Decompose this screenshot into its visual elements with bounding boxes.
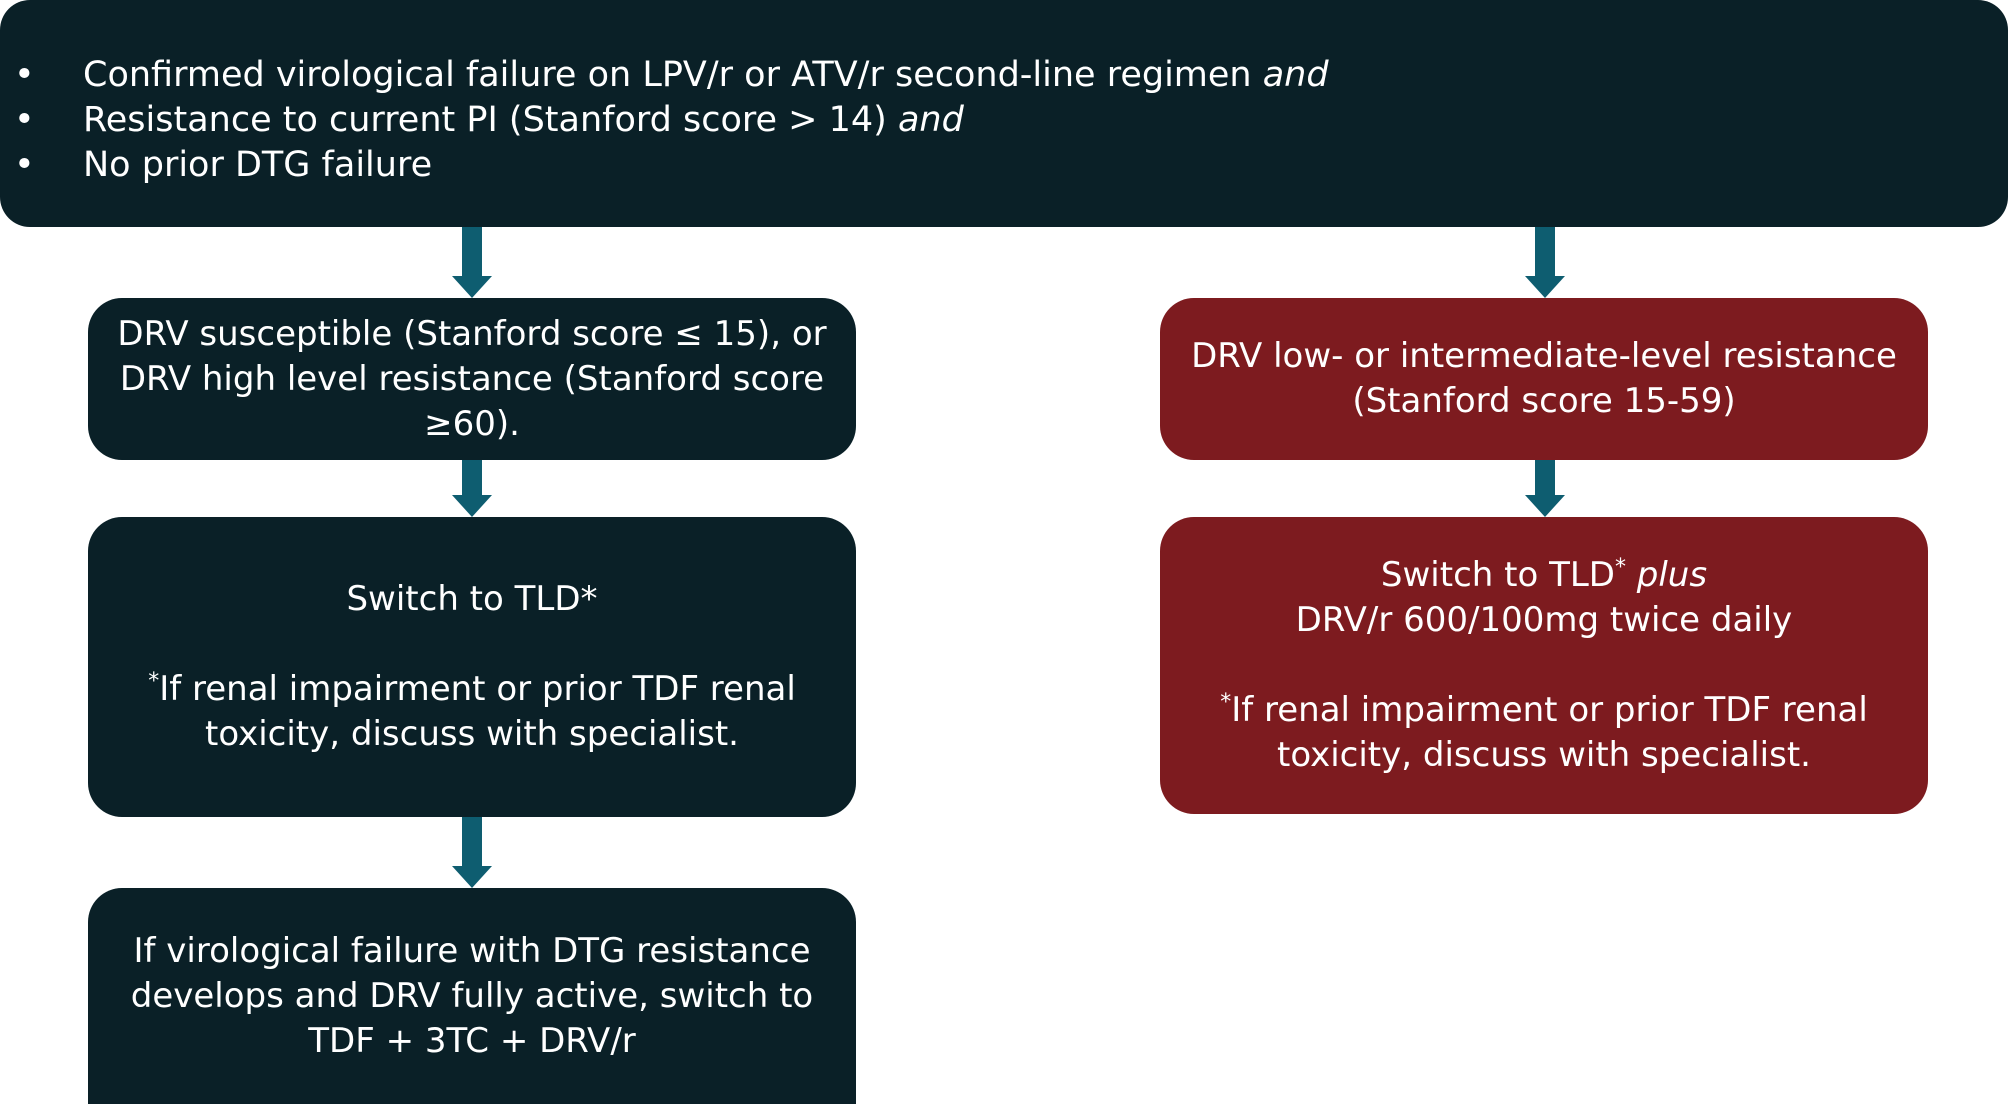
drv-resistance-box: DRV low- or intermediate-level resistanc… — [1160, 298, 1928, 460]
eligibility-criteria-box: • Confirmed virological failure on LPV/r… — [0, 0, 2008, 227]
drv-susceptible-line: DRV high level resistance (Stanford scor… — [119, 358, 825, 399]
criteria-text: No prior DTG failure — [83, 145, 433, 185]
switch-title: Switch to TLD* — [346, 579, 598, 619]
footnote-marker: * — [148, 669, 160, 694]
drv-susceptible-line: DRV susceptible (Stanford score ≤ 15), o… — [117, 313, 827, 354]
arrow-down-icon — [1525, 227, 1565, 298]
arrow-down-icon — [452, 227, 492, 298]
drv-resistance-line: (Stanford score 15-59) — [1352, 381, 1736, 421]
switch-to-tld-plus-drv-box: Switch to TLD* plus DRV/r 600/100mg twic… — [1160, 517, 1928, 814]
dtg-failure-line: If virological failure with DTG resistan… — [133, 930, 811, 971]
criteria-conjunction: and — [1262, 55, 1329, 95]
dtg-failure-line: develops and DRV fully active, switch to — [130, 975, 814, 1016]
arrow-down-icon — [1525, 460, 1565, 517]
plus-label: plus — [1625, 555, 1708, 595]
renal-note-line: toxicity, discuss with specialist. — [205, 714, 739, 754]
criteria-text: Confirmed virological failure on LPV/r o… — [83, 55, 1263, 95]
switch-title: Switch to TLD* plus — [1380, 555, 1708, 595]
drv-resistance-line: DRV low- or intermediate-level resistanc… — [1191, 336, 1897, 376]
footnote-marker: * — [1614, 555, 1626, 580]
switch-to-tld-box: Switch to TLD* *If renal impairment or p… — [88, 517, 856, 817]
drv-susceptible-line: ≥60). — [424, 403, 520, 444]
renal-note-line: toxicity, discuss with specialist. — [1277, 735, 1811, 775]
renal-note-line: If renal impairment or prior TDF renal — [159, 669, 796, 709]
renal-note-line: If renal impairment or prior TDF renal — [1231, 690, 1868, 730]
dose-line: DRV/r 600/100mg twice daily — [1295, 600, 1793, 640]
bullet-icon: • — [14, 100, 35, 140]
bullet-icon: • — [14, 55, 35, 95]
criteria-text: Resistance to current PI (Stanford score… — [83, 100, 898, 140]
dtg-failure-line: TDF + 3TC + DRV/r — [308, 1020, 636, 1061]
footnote-marker: * — [1220, 690, 1232, 715]
arrow-down-icon — [452, 817, 492, 888]
drv-susceptible-box: DRV susceptible (Stanford score ≤ 15), o… — [88, 298, 856, 460]
criteria-conjunction: and — [897, 100, 964, 140]
dtg-failure-box: If virological failure with DTG resistan… — [88, 888, 856, 1104]
arrow-down-icon — [452, 460, 492, 517]
bullet-icon: • — [14, 145, 35, 185]
